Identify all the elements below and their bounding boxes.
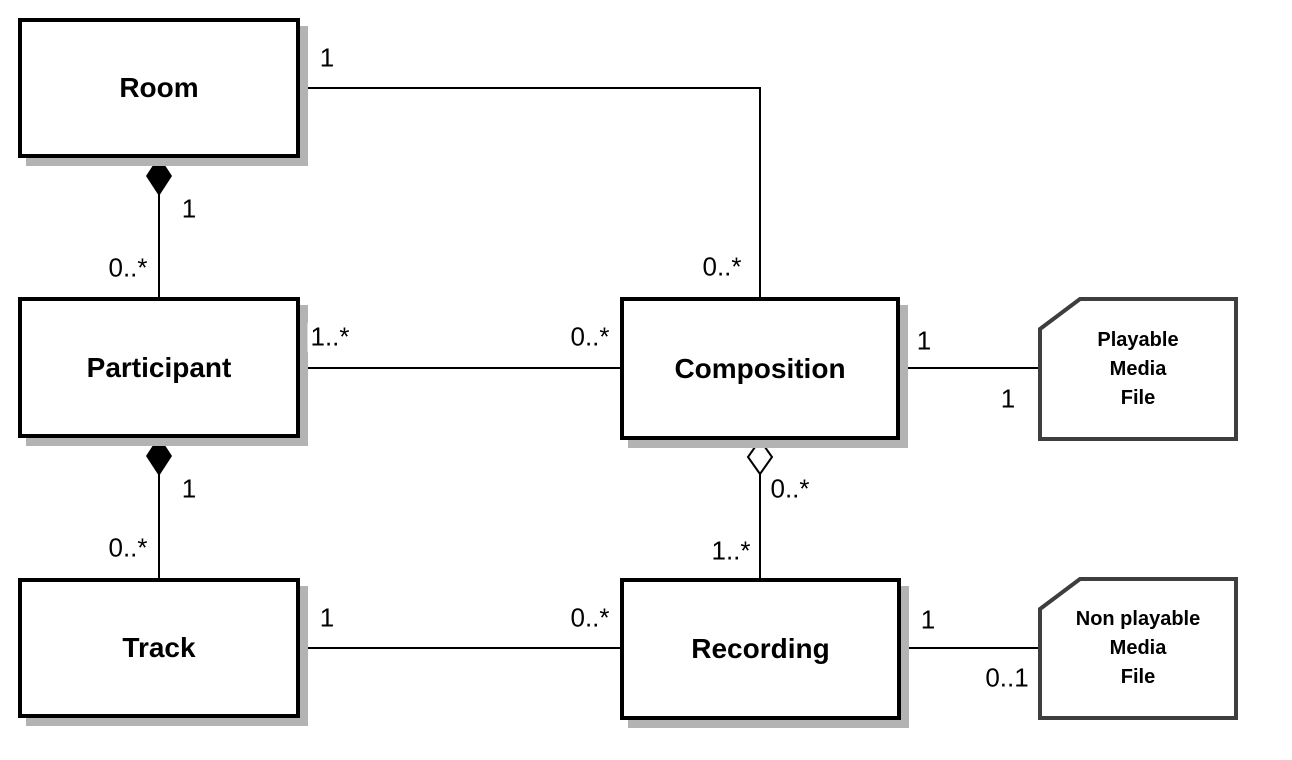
artifact-label-line: Media [1109,357,1167,380]
file-shape-playable-media [1038,297,1238,441]
open-diamond-icon-composition-end [746,438,774,476]
artifact-label-line: Media [1109,637,1167,659]
multiplicity-participant-composition-participant-end: 1..* [307,323,353,352]
multiplicity-participant-track-participant-end: 1 [178,475,200,504]
multiplicity-participant-composition-composition-end: 0..* [567,323,613,352]
multiplicity-room-participant-participant-end: 0..* [105,254,151,283]
filled-diamond-icon-participant-end [146,436,172,476]
artifact-label-line: File [1120,666,1156,688]
multiplicity-room-participant-room-end: 1 [178,195,200,224]
multiplicity-participant-track-track-end: 0..* [105,534,151,563]
filled-diamond-icon-room-end [146,156,172,196]
class-box-track: Track [18,578,300,718]
class-box-recording: Recording [620,578,901,720]
class-label-track: Track [122,632,196,663]
multiplicity-track-recording-recording-end: 0..* [567,604,613,633]
class-box-composition: Composition [620,297,900,440]
multiplicity-composition-recording-composition-end: 0..* [767,475,813,504]
artifact-label-playable-media-file: Playable Media File [1042,301,1234,437]
multiplicity-room-composition-room-end: 1 [316,44,338,73]
artifact-label-line: File [1120,386,1156,409]
multiplicity-composition-recording-recording-end: 1..* [708,537,754,566]
multiplicity-room-composition-composition-end: 0..* [699,253,745,282]
artifact-label-line: Playable [1097,328,1179,351]
file-shape-non-playable-media [1038,577,1238,720]
artifact-label-non-playable-media-file: Non playable Media File [1042,581,1234,716]
class-box-participant: Participant [18,297,300,438]
class-label-room: Room [119,72,199,103]
class-box-room: Room [18,18,300,158]
multiplicity-recording-nonplayable-file-end: 0..1 [982,664,1032,693]
class-label-recording: Recording [691,633,830,664]
multiplicity-track-recording-track-end: 1 [316,604,338,633]
artifact-label-line: Non playable [1075,608,1201,630]
multiplicity-composition-playable-file-end: 1 [997,385,1019,414]
multiplicity-recording-nonplayable-recording-end: 1 [917,606,939,635]
class-label-composition: Composition [674,352,846,384]
class-label-participant: Participant [86,351,232,383]
multiplicity-composition-playable-composition-end: 1 [913,327,935,356]
